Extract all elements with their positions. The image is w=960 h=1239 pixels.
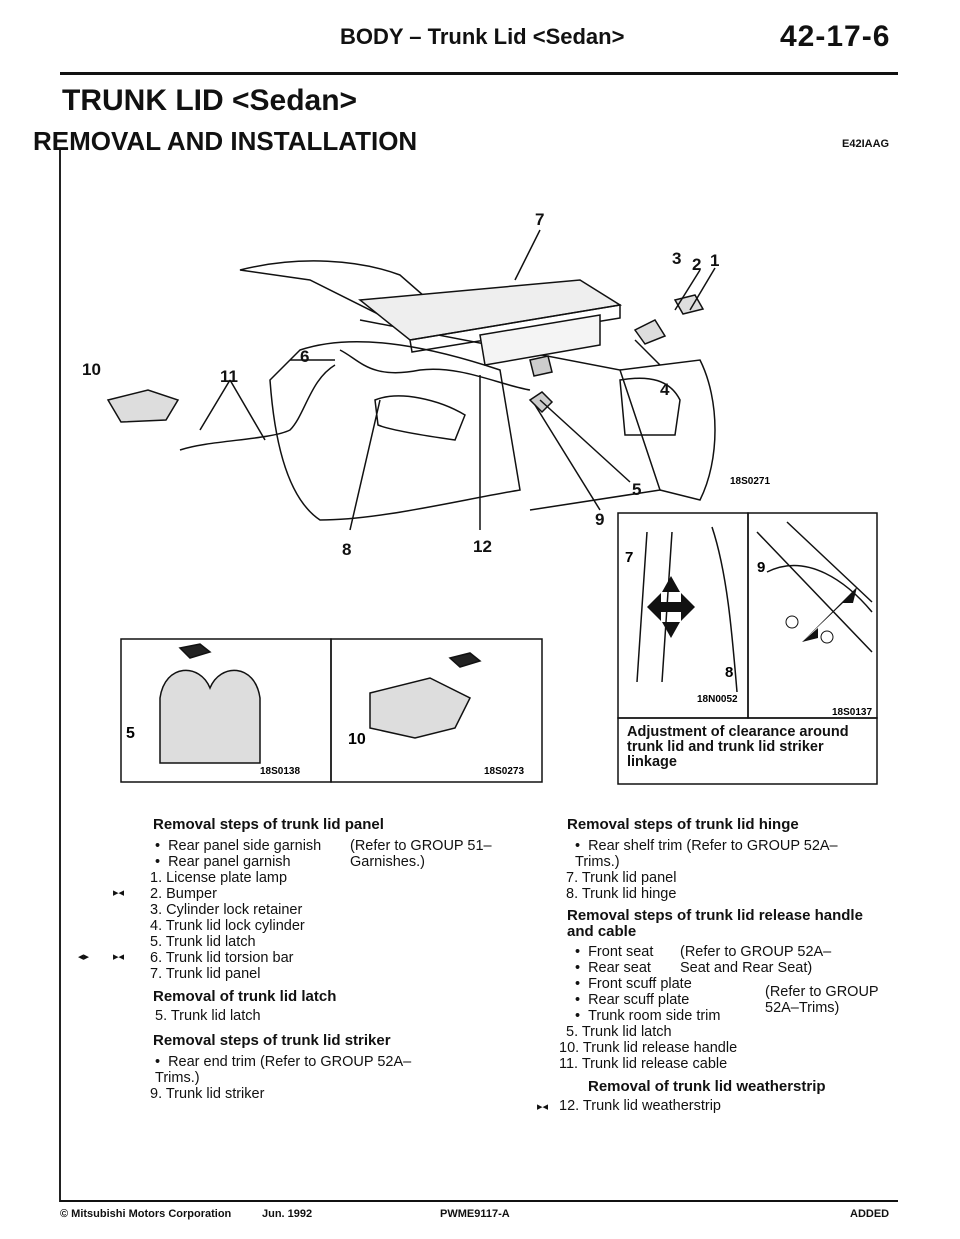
footer-date: Jun. 1992 [262,1208,313,1220]
callout-7: 7 [535,210,544,229]
panel-group-ref: (Refer to GROUP 51– Garnishes.) [350,838,492,870]
hinge-bullet-text: Rear shelf trim (Refer to GROUP 52A– Tri… [575,838,838,870]
release-bullet-5: Trunk room side trim [575,1008,720,1024]
callout-1: 1 [710,251,719,270]
removal-mark-icon: ◂▸ [78,951,90,963]
panel-step-2: 2. Bumper [150,886,217,902]
callout-8: 8 [342,540,351,559]
callout-10: 10 [82,360,101,379]
panel-bullet-1: Rear panel side garnish [155,838,321,854]
section-title: TRUNK LID <Sedan> [62,84,358,117]
release-bullet-5-text: Trunk room side trim [588,1008,721,1024]
hinge-step-7: 7. Trunk lid panel [566,870,677,886]
striker-heading: Removal steps of trunk lid striker [153,1032,391,1049]
adj-callout-7: 7 [625,549,633,566]
callout-3: 3 [672,249,681,268]
latch-hinge-insets: 5 18S0138 10 18S0273 [120,638,543,783]
weather-heading: Removal of trunk lid weatherstrip [588,1078,826,1095]
callout-12: 12 [473,537,492,556]
panel-step-7: 7. Trunk lid panel [150,966,261,982]
footer-company: © Mitsubishi Motors Corporation [60,1208,232,1220]
release-step-5: 5. Trunk lid latch [566,1024,672,1040]
page-number: 42-17-6 [780,20,891,53]
adjustment-caption: Adjustment of clearance around trunk lid… [627,724,849,770]
subsection-title: REMOVAL AND INSTALLATION [33,126,418,156]
callout-5: 5 [632,480,641,499]
release-bullet-1: Front seat [575,944,653,960]
install-mark-icon: ▸◂ [113,887,125,899]
callout-4: 4 [660,380,670,399]
adjustment-insets: 7 8 9 18N0052 18S0137 [617,512,878,785]
latch-step: 5. Trunk lid latch [155,1008,261,1024]
weather-step: 12. Trunk lid weatherstrip [559,1098,721,1114]
hinge-step-8: 8. Trunk lid hinge [566,886,677,902]
release-bullet-2-text: Rear seat [588,960,651,976]
panel-bullet-1-text: Rear panel side garnish [168,838,322,854]
adj-callout-8: 8 [725,664,733,681]
striker-step: 9. Trunk lid striker [150,1086,265,1102]
latch-heading: Removal of trunk lid latch [153,988,337,1005]
hinge-heading: Removal steps of trunk lid hinge [567,816,799,833]
footer-rule [60,1200,898,1202]
latch-figure-ref: 18S0138 [260,766,300,777]
adj-callout-9: 9 [757,559,765,576]
release-bullet-4-text: Rear scuff plate [588,992,690,1008]
panel-heading: Removal steps of trunk lid panel [153,816,384,833]
release-step-11: 11. Trunk lid release cable [559,1056,728,1072]
install-mark-icon-3: ▸◂ [537,1101,549,1113]
panel-step-4: 4. Trunk lid lock cylinder [150,918,305,934]
main-figure-ref: 18S0271 [730,476,770,487]
release-bullet-3: Front scuff plate [575,976,692,992]
panel-step-1: 1. License plate lamp [150,870,288,886]
header-title: BODY – Trunk Lid <Sedan> [340,24,625,49]
release-bullet-3-text: Front scuff plate [588,976,692,992]
release-bullet-2: Rear seat [575,960,651,976]
hinge-callout: 10 [348,731,366,748]
margin-line [59,150,61,1202]
hinge-figure-ref: 18S0273 [484,766,524,777]
adj-left-figure-ref: 18N0052 [697,694,738,705]
callout-2: 2 [692,255,701,274]
release-step-10: 10. Trunk lid release handle [559,1040,738,1056]
footer-publication: PWME9117-A [440,1208,510,1220]
release-bullet-1-text: Front seat [588,944,654,960]
adj-right-figure-ref: 18S0137 [832,707,872,718]
header-rule [60,72,898,75]
panel-bullet-2: Rear panel garnish [155,854,291,870]
callout-6: 6 [300,347,309,366]
release-ref-1: (Refer to GROUP 52A– Seat and Rear Seat) [680,944,832,976]
panel-step-5: 5. Trunk lid latch [150,934,256,950]
latch-callout: 5 [126,725,135,742]
release-heading: Removal steps of trunk lid release handl… [567,907,863,940]
callout-11: 11 [220,367,238,386]
striker-bullet: Rear end trim (Refer to GROUP 52A– Trims… [155,1054,455,1086]
release-ref-2: (Refer to GROUP 52A–Trims) [765,984,879,1016]
hinge-bullet: Rear shelf trim (Refer to GROUP 52A– Tri… [575,838,875,870]
trunk-lid-diagram: 7 3 2 1 6 4 5 9 8 12 10 11 18S0271 [82,210,770,559]
panel-bullet-2-text: Rear panel garnish [168,854,291,870]
footer-status: ADDED [850,1208,890,1220]
striker-bullet-text: Rear end trim (Refer to GROUP 52A– Trims… [155,1054,412,1086]
document-code: E42IAAG [842,138,890,150]
panel-step-3: 3. Cylinder lock retainer [150,902,303,918]
callout-9: 9 [595,510,604,529]
panel-step-6: 6. Trunk lid torsion bar [150,950,294,966]
release-bullet-4: Rear scuff plate [575,992,689,1008]
install-mark-icon-2: ▸◂ [113,951,125,963]
